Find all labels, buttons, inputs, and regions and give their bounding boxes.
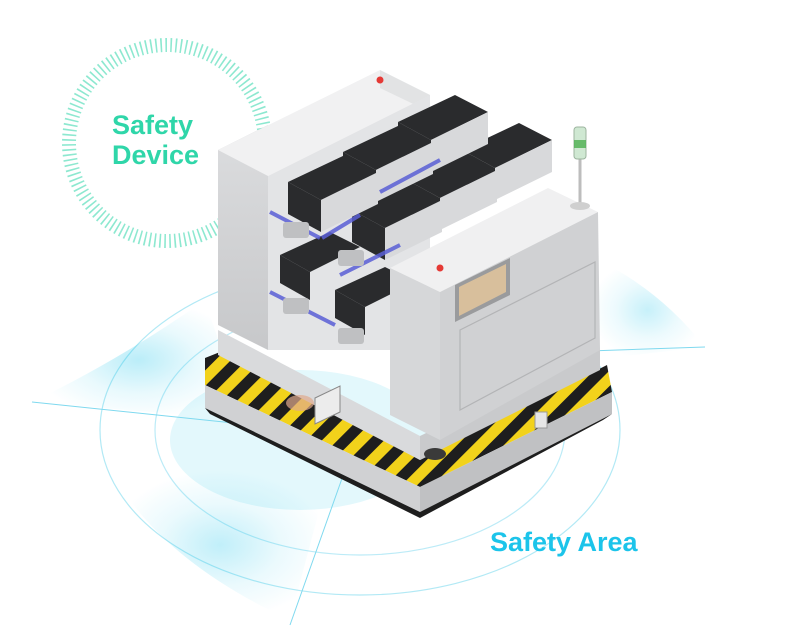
display-screen bbox=[455, 258, 510, 322]
lidar-sensor bbox=[314, 385, 341, 425]
safety-area-label: Safety Area bbox=[490, 527, 638, 557]
hazard-stripe-right bbox=[420, 365, 612, 487]
signal-tower-icon bbox=[570, 126, 590, 210]
agv-robot bbox=[205, 70, 612, 518]
safety-device-label: Safety Device bbox=[112, 110, 199, 170]
safety-device-label-line2: Device bbox=[112, 140, 200, 171]
safety-device-label-line1: Safety bbox=[112, 110, 194, 140]
emergency-stop-icon bbox=[376, 76, 384, 84]
right-cover-front bbox=[390, 268, 440, 440]
hazard-stripe-left bbox=[205, 350, 420, 487]
emergency-stop-icon bbox=[436, 264, 444, 272]
right-cover-side bbox=[440, 212, 600, 440]
